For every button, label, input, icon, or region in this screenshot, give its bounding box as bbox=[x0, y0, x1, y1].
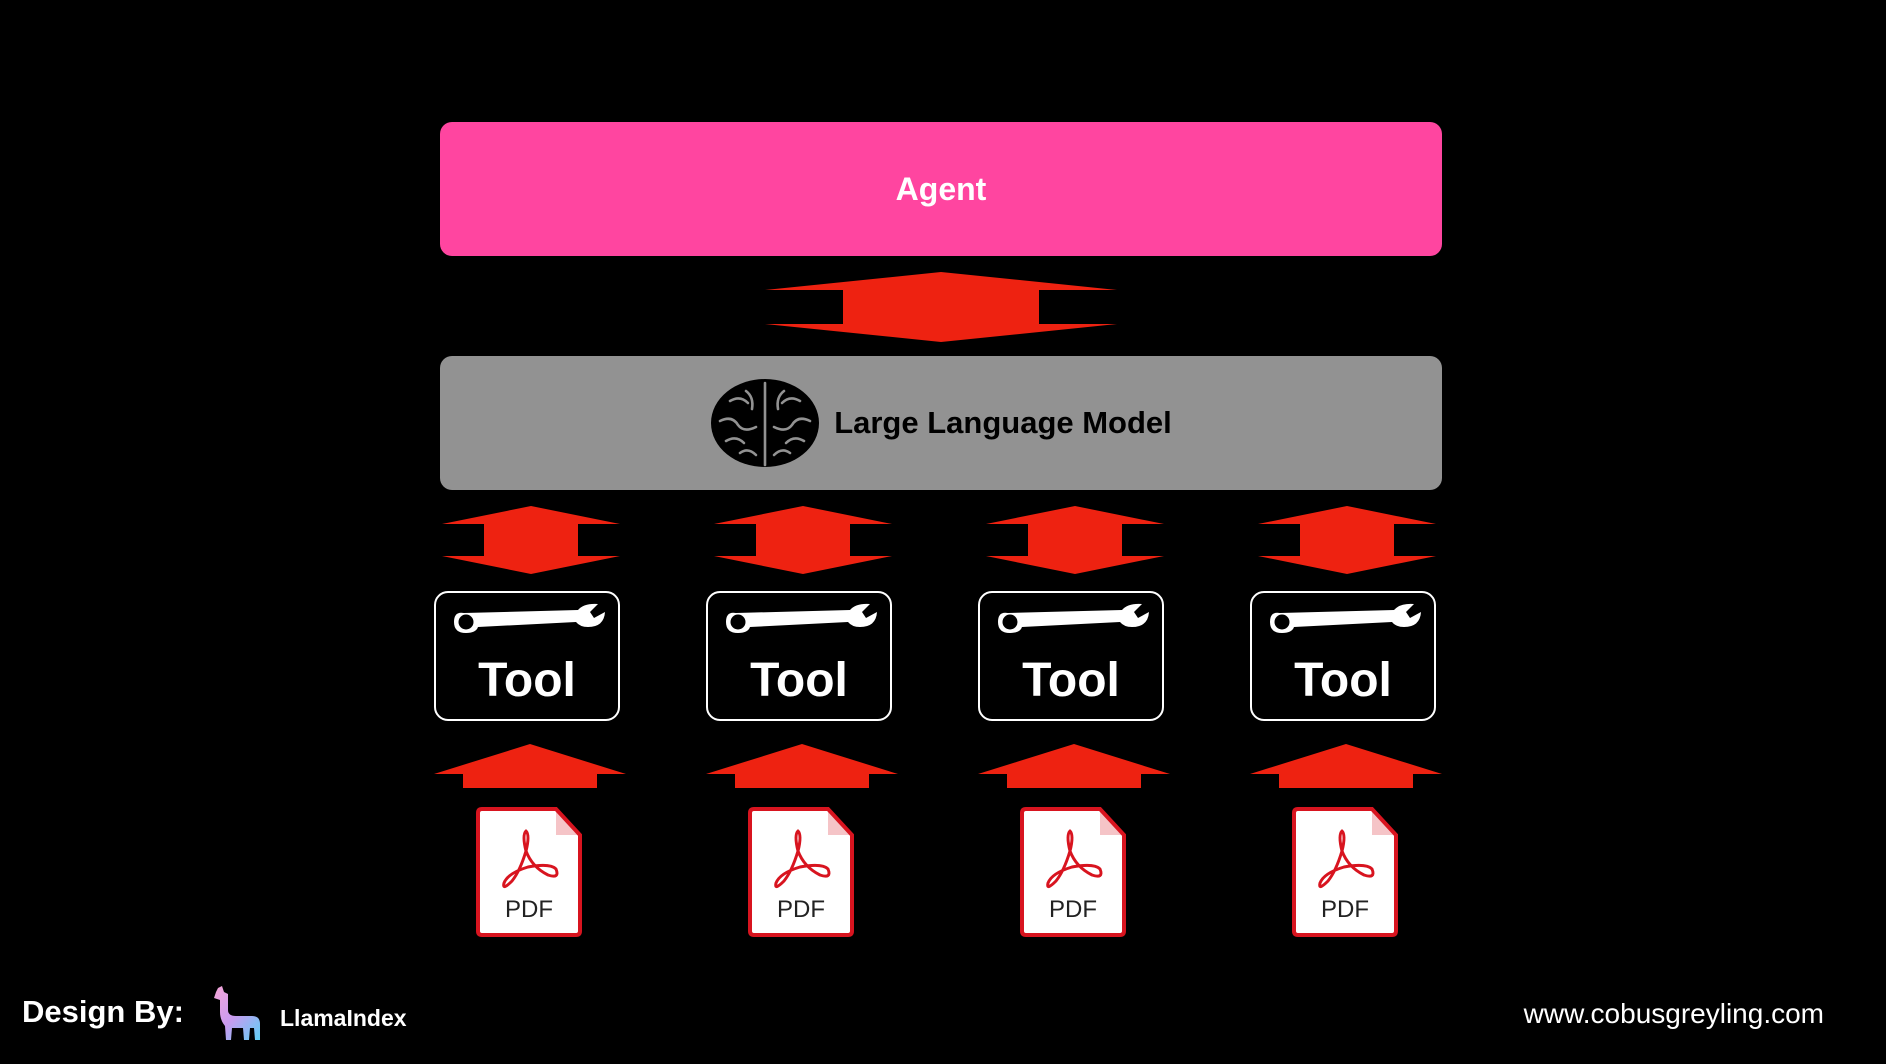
tool-label: Tool bbox=[1022, 654, 1120, 707]
tool-label: Tool bbox=[750, 654, 848, 707]
wrench-icon bbox=[998, 603, 1149, 633]
pdf-label: PDF bbox=[1321, 896, 1369, 923]
website-url[interactable]: www.cobusgreyling.com bbox=[1523, 998, 1824, 1029]
llm-tool-double-arrow bbox=[986, 506, 1164, 574]
agent-llm-double-arrow bbox=[765, 272, 1117, 342]
pdf-tool-up-arrow bbox=[1250, 744, 1442, 788]
pdf-label: PDF bbox=[777, 896, 825, 923]
tool-label: Tool bbox=[478, 654, 576, 707]
pdf-tool-up-arrow bbox=[978, 744, 1170, 788]
agent-box: Agent bbox=[440, 122, 1442, 256]
pdf-tool-up-arrow bbox=[706, 744, 898, 788]
llm-label: Large Language Model bbox=[834, 405, 1172, 440]
llm-tool-double-arrow bbox=[714, 506, 892, 574]
wrench-icon bbox=[726, 603, 877, 633]
pdf-file-icon: PDF bbox=[748, 807, 854, 937]
pdf-tool-up-arrow bbox=[434, 744, 626, 788]
tool-label: Tool bbox=[1294, 654, 1392, 707]
agent-label: Agent bbox=[895, 170, 987, 207]
tool-box: Tool bbox=[978, 591, 1164, 721]
wrench-icon bbox=[454, 603, 605, 633]
llm-tool-double-arrow bbox=[442, 506, 620, 574]
brand-name: LlamaIndex bbox=[280, 1005, 407, 1031]
pdf-file-icon: PDF bbox=[476, 807, 582, 937]
pdf-label: PDF bbox=[1049, 896, 1097, 923]
tool-box: Tool bbox=[706, 591, 892, 721]
pdf-file-icon: PDF bbox=[1020, 807, 1126, 937]
brain-icon bbox=[711, 379, 820, 467]
tool-box: Tool bbox=[1250, 591, 1436, 721]
wrench-icon bbox=[1270, 603, 1421, 633]
tool-box: Tool bbox=[434, 591, 620, 721]
llm-tool-double-arrow bbox=[1258, 506, 1436, 574]
design-by-label: Design By: bbox=[22, 994, 184, 1029]
llm-box: Large Language Model bbox=[440, 356, 1442, 490]
llama-icon bbox=[214, 986, 260, 1040]
pdf-file-icon: PDF bbox=[1292, 807, 1398, 937]
pdf-label: PDF bbox=[505, 896, 553, 923]
